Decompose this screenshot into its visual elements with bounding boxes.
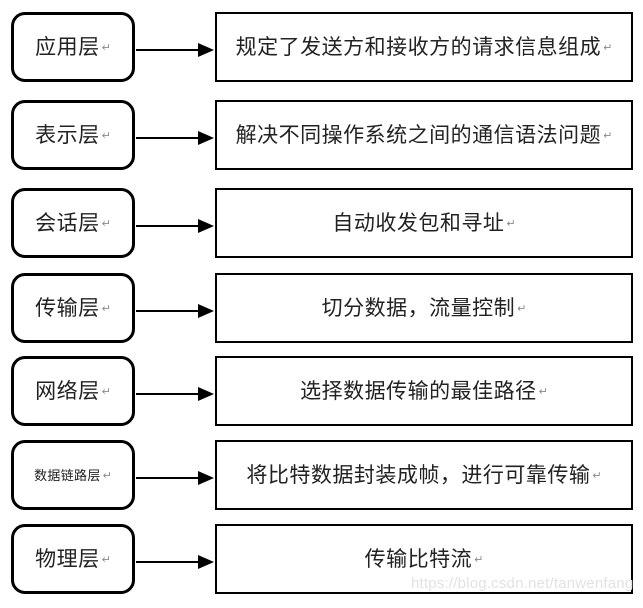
layer-label: 网络层 <box>35 379 100 403</box>
layer-box-data-link[interactable]: 数据链路层↵ <box>11 440 135 510</box>
layer-label: 会话层 <box>35 211 100 235</box>
arrow-head-icon <box>198 304 214 318</box>
description-box-session[interactable]: 自动收发包和寻址↵ <box>215 188 633 258</box>
arrow-shaft <box>136 393 202 395</box>
return-glyph: ↵ <box>102 469 112 482</box>
diagram-row: 物理层↵ 传输比特流↵ <box>0 524 643 600</box>
layer-label: 应用层 <box>35 35 100 59</box>
description-label: 传输比特流 <box>364 547 473 571</box>
arrow-head-icon <box>198 555 214 569</box>
layer-label: 表示层 <box>35 123 100 147</box>
description-label: 自动收发包和寻址 <box>332 211 505 235</box>
diagram-row: 传输层↵ 切分数据，流量控制↵ <box>0 273 643 349</box>
description-box-presentation[interactable]: 解决不同操作系统之间的通信语法问题↵ <box>215 100 633 170</box>
arrow-head-icon <box>198 471 214 485</box>
description-box-physical[interactable]: 传输比特流↵ <box>215 524 633 594</box>
arrow-head-icon <box>198 387 214 401</box>
return-glyph: ↵ <box>101 553 111 566</box>
arrow-connector <box>136 131 216 145</box>
layer-label: 物理层 <box>35 547 100 571</box>
diagram-row: 会话层↵ 自动收发包和寻址↵ <box>0 188 643 264</box>
diagram-row: 表示层↵ 解决不同操作系统之间的通信语法问题↵ <box>0 100 643 176</box>
arrow-shaft <box>136 137 202 139</box>
description-label: 选择数据传输的最佳路径 <box>300 379 537 403</box>
arrow-shaft <box>136 49 202 51</box>
arrow-connector <box>136 555 216 569</box>
layer-label: 数据链路层 <box>34 467 101 483</box>
return-glyph: ↵ <box>101 217 111 230</box>
arrow-shaft <box>136 310 202 312</box>
arrow-shaft <box>136 477 202 479</box>
return-glyph: ↵ <box>101 385 111 398</box>
arrow-connector <box>136 387 216 401</box>
description-box-application[interactable]: 规定了发送方和接收方的请求信息组成↵ <box>215 12 633 82</box>
arrow-shaft <box>136 561 202 563</box>
arrow-head-icon <box>198 219 214 233</box>
layer-box-presentation[interactable]: 表示层↵ <box>11 100 135 170</box>
return-glyph: ↵ <box>603 129 613 142</box>
description-box-network[interactable]: 选择数据传输的最佳路径↵ <box>215 356 633 426</box>
diagram-row: 网络层↵ 选择数据传输的最佳路径↵ <box>0 356 643 432</box>
description-box-transport[interactable]: 切分数据，流量控制↵ <box>215 273 633 343</box>
return-glyph: ↵ <box>474 553 484 566</box>
description-label: 切分数据，流量控制 <box>321 296 516 320</box>
return-glyph: ↵ <box>538 385 548 398</box>
description-label: 规定了发送方和接收方的请求信息组成 <box>235 35 602 59</box>
diagram-row: 应用层↵ 规定了发送方和接收方的请求信息组成↵ <box>0 12 643 88</box>
arrow-connector <box>136 219 216 233</box>
diagram-row: 数据链路层↵ 将比特数据封装成帧，进行可靠传输↵ <box>0 440 643 516</box>
arrow-head-icon <box>198 43 214 57</box>
description-box-data-link[interactable]: 将比特数据封装成帧，进行可靠传输↵ <box>215 440 633 510</box>
return-glyph: ↵ <box>101 129 111 142</box>
arrow-shaft <box>136 225 202 227</box>
description-label: 解决不同操作系统之间的通信语法问题 <box>235 123 602 147</box>
return-glyph: ↵ <box>517 302 527 315</box>
return-glyph: ↵ <box>592 469 602 482</box>
layer-box-session[interactable]: 会话层↵ <box>11 188 135 258</box>
layer-box-transport[interactable]: 传输层↵ <box>11 273 135 343</box>
arrow-connector <box>136 43 216 57</box>
return-glyph: ↵ <box>506 217 516 230</box>
layer-label: 传输层 <box>35 296 100 320</box>
arrow-connector <box>136 304 216 318</box>
arrow-head-icon <box>198 131 214 145</box>
return-glyph: ↵ <box>101 302 111 315</box>
arrow-connector <box>136 471 216 485</box>
description-label: 将比特数据封装成帧，进行可靠传输 <box>246 463 591 487</box>
layer-box-network[interactable]: 网络层↵ <box>11 356 135 426</box>
layer-box-physical[interactable]: 物理层↵ <box>11 524 135 594</box>
return-glyph: ↵ <box>101 41 111 54</box>
layer-box-application[interactable]: 应用层↵ <box>11 12 135 82</box>
return-glyph: ↵ <box>603 41 613 54</box>
